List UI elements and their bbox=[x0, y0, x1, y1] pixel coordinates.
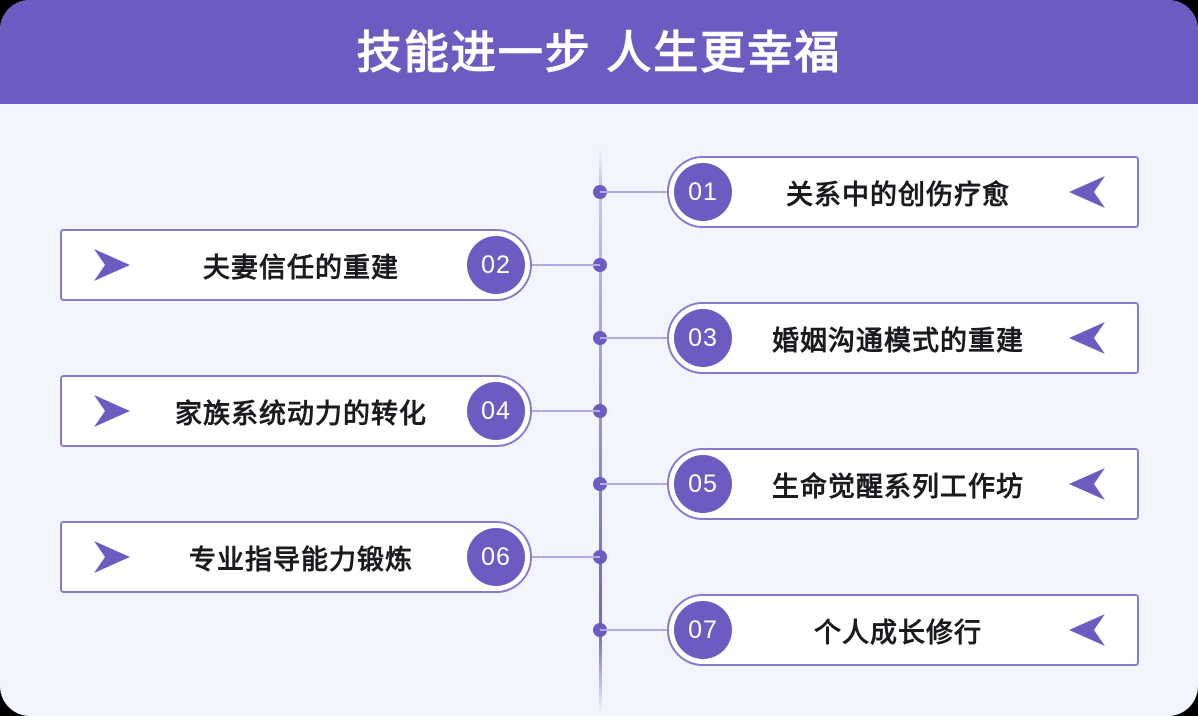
arrow-right-icon bbox=[92, 248, 132, 282]
item-number-badge: 01 bbox=[674, 163, 732, 221]
page-title: 技能进一步 人生更幸福 bbox=[356, 26, 842, 78]
timeline-item-04[interactable]: 04 家族系统动力的转化 bbox=[60, 375, 532, 447]
timeline-connector bbox=[600, 191, 667, 193]
timeline-item-06[interactable]: 06 专业指导能力锻炼 bbox=[60, 521, 532, 593]
timeline-item-07[interactable]: 07 个人成长修行 bbox=[667, 594, 1139, 666]
arrow-left-icon bbox=[1067, 467, 1107, 501]
arrow-right-icon bbox=[92, 394, 132, 428]
item-label: 个人成长修行 bbox=[814, 617, 982, 648]
arrow-left-icon bbox=[1067, 175, 1107, 209]
timeline-dot bbox=[593, 404, 607, 418]
header-banner: 技能进一步 人生更幸福 bbox=[0, 0, 1198, 104]
item-card[interactable] bbox=[667, 156, 1139, 228]
timeline-spine bbox=[599, 150, 602, 712]
timeline-item-03[interactable]: 03 婚姻沟通模式的重建 bbox=[667, 302, 1139, 374]
item-number-badge: 07 bbox=[674, 601, 732, 659]
item-number-badge: 03 bbox=[674, 309, 732, 367]
arrow-left-icon bbox=[1067, 613, 1107, 647]
timeline-item-05[interactable]: 05 生命觉醒系列工作坊 bbox=[667, 448, 1139, 520]
timeline-item-01[interactable]: 01 关系中的创伤疗愈 bbox=[667, 156, 1139, 228]
item-number-badge: 02 bbox=[467, 236, 525, 294]
item-card[interactable] bbox=[60, 375, 532, 447]
item-number-badge: 06 bbox=[467, 528, 525, 586]
item-label: 专业指导能力锻炼 bbox=[189, 544, 413, 575]
timeline-connector bbox=[532, 556, 600, 558]
item-number-badge: 05 bbox=[674, 455, 732, 513]
item-label: 生命觉醒系列工作坊 bbox=[772, 471, 1024, 502]
item-card[interactable] bbox=[667, 302, 1139, 374]
timeline-item-02[interactable]: 02 夫妻信任的重建 bbox=[60, 229, 532, 301]
timeline-connector bbox=[532, 410, 600, 412]
item-card[interactable] bbox=[60, 521, 532, 593]
timeline-dot bbox=[593, 550, 607, 564]
item-label: 关系中的创伤疗愈 bbox=[786, 179, 1010, 210]
item-label: 夫妻信任的重建 bbox=[203, 252, 399, 283]
timeline-dot bbox=[593, 258, 607, 272]
arrow-left-icon bbox=[1067, 321, 1107, 355]
item-label: 婚姻沟通模式的重建 bbox=[772, 325, 1024, 356]
item-number-badge: 04 bbox=[467, 382, 525, 440]
item-label: 家族系统动力的转化 bbox=[175, 398, 427, 429]
arrow-right-icon bbox=[92, 540, 132, 574]
item-card[interactable] bbox=[667, 594, 1139, 666]
timeline-connector bbox=[532, 264, 600, 266]
timeline-connector bbox=[600, 629, 667, 631]
timeline-connector bbox=[600, 337, 667, 339]
item-card[interactable] bbox=[60, 229, 532, 301]
timeline-connector bbox=[600, 483, 667, 485]
item-card[interactable] bbox=[667, 448, 1139, 520]
